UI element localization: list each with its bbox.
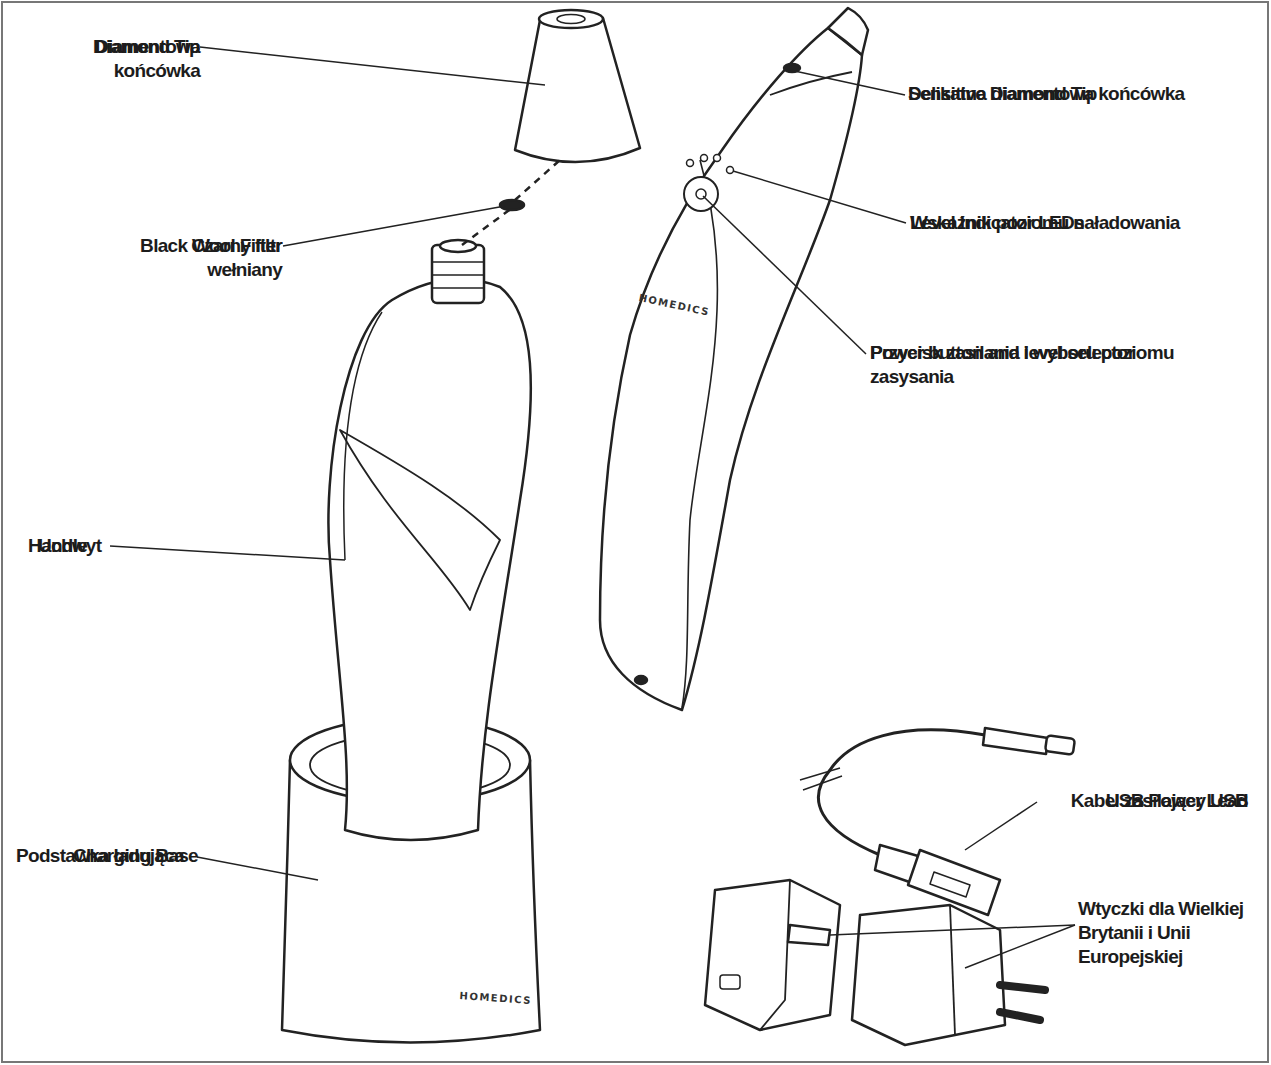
handle bbox=[328, 240, 530, 840]
part-label: Kabel zasilający USB bbox=[1030, 789, 1248, 813]
device-side-view bbox=[600, 8, 868, 710]
diamond-tip bbox=[515, 10, 640, 162]
leader-lines bbox=[110, 47, 1075, 968]
part-label: Delikatna diamentowa końcówka bbox=[908, 82, 1238, 106]
part-label: Wtyczki dla Wielkiej Brytanii i Unii Eur… bbox=[1078, 897, 1266, 969]
eu-plug bbox=[852, 905, 1045, 1045]
assembly-line bbox=[462, 160, 560, 245]
part-label: Wskaźnik poziomu naładowania bbox=[910, 211, 1250, 235]
uk-plug bbox=[705, 880, 840, 1030]
part-label: Czarny filtr wełniany bbox=[150, 234, 282, 282]
wool-filter bbox=[500, 200, 524, 210]
part-label: Przycisk zasilania i wyboru poziomu zasy… bbox=[870, 341, 1245, 389]
usb-cable bbox=[800, 728, 1075, 915]
part-label: Diamentowa końcówka bbox=[40, 35, 200, 83]
part-label: Uchwyt bbox=[38, 534, 138, 558]
part-label: Podstawka ładująca bbox=[16, 844, 216, 868]
